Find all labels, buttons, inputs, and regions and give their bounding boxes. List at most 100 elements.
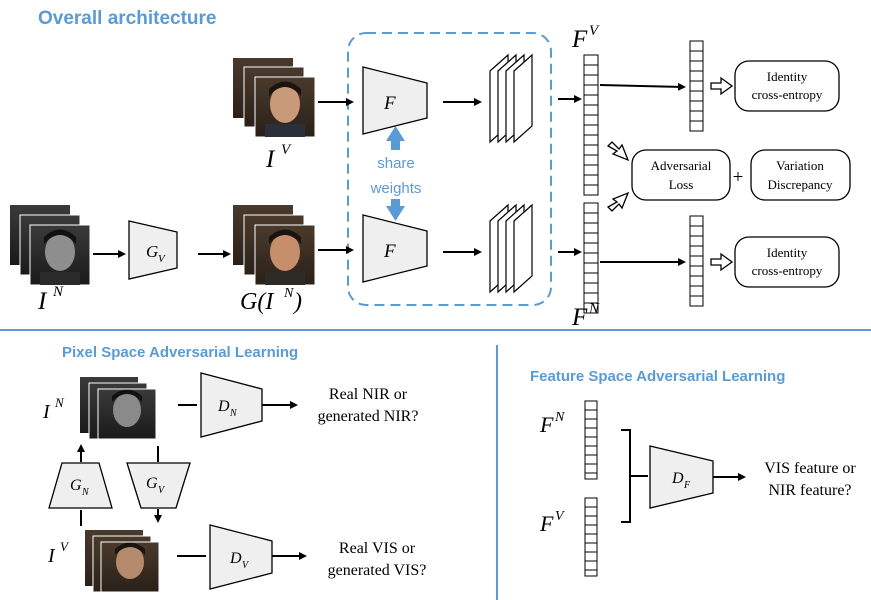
generator-gv-pixel-label: G V [146, 475, 166, 496]
svg-text:F: F [571, 26, 588, 53]
svg-text:D: D [671, 470, 684, 487]
feature-vector-nir-cells [584, 212, 598, 304]
svg-text:N: N [229, 408, 238, 419]
generator-gv [128, 220, 178, 280]
discriminator-dv-label: D V [229, 550, 250, 571]
adversarial-line2: Loss [669, 177, 694, 192]
classifier-vector-bottom-cells [690, 225, 703, 297]
plus-sign: + [733, 167, 744, 188]
top-flow-arrows [93, 82, 686, 266]
generated-face-stack [233, 205, 316, 286]
discriminator-dn [200, 372, 263, 438]
pixel-vis-face-stack [85, 530, 160, 593]
svg-text:D: D [217, 398, 230, 415]
identity-loss-box-top [734, 60, 840, 112]
feature-question-line2: NIR feature? [768, 482, 851, 499]
svg-text:G: G [70, 477, 82, 494]
variation-line2: Discrepancy [768, 177, 833, 192]
svg-text:N: N [588, 301, 600, 317]
feature-vis-label: F V [571, 23, 600, 53]
svg-text:V: V [555, 509, 565, 524]
svg-text:G(I: G(I [240, 289, 274, 315]
svg-text:V: V [60, 539, 70, 554]
generator-gv-label: G V [146, 242, 166, 265]
svg-text:D: D [229, 550, 242, 567]
generator-gn [48, 462, 113, 509]
vis-question-line1: Real VIS or [339, 540, 416, 557]
encoder-f-bottom-label: F [383, 241, 396, 262]
nir-face-stack [10, 205, 91, 286]
feature-vector-fn [584, 400, 598, 480]
feature-bracket [621, 429, 631, 523]
svg-text:V: V [281, 142, 292, 158]
encoder-f-bottom [362, 214, 428, 283]
encoder-f-top [362, 66, 428, 135]
feature-fv-label: F V [539, 509, 565, 536]
nir-input-label: I N [37, 284, 64, 315]
classifier-vector-top [689, 40, 704, 132]
pixel-nir-label: I N [42, 395, 65, 423]
svg-text:V: V [589, 23, 600, 39]
identity-bottom-line2: cross-entropy [752, 263, 823, 278]
generated-image-label: G(I N ) [240, 286, 302, 315]
svg-text:N: N [283, 286, 294, 301]
pixel-vis-label: I V [47, 539, 70, 567]
svg-text:G: G [146, 242, 158, 261]
svg-text:N: N [81, 487, 90, 498]
adversarial-loss-box [631, 149, 731, 201]
variation-line1: Variation [776, 158, 824, 173]
encoder-f-top-label: F [383, 93, 396, 114]
identity-top-line2: cross-entropy [752, 87, 823, 102]
feature-vector-fv [584, 497, 598, 577]
svg-text:I: I [47, 545, 56, 567]
feature-maps-top [489, 53, 533, 144]
feature-question-line1: VIS feature or [764, 460, 856, 477]
hollow-arrows [606, 76, 734, 272]
svg-text:I: I [265, 146, 276, 173]
svg-text:V: V [242, 560, 250, 571]
svg-text:F: F [683, 480, 691, 491]
discriminator-dv [209, 524, 273, 590]
vis-question-line2: generated VIS? [328, 562, 427, 579]
share-weights-label-line2: weights [370, 180, 422, 197]
svg-text:V: V [158, 485, 166, 496]
vis-face-stack [233, 58, 316, 138]
svg-text:F: F [539, 511, 554, 536]
overall-architecture-title: Overall architecture [38, 8, 216, 29]
generator-gn-label: G N [70, 477, 90, 498]
feature-fn-label: F N [539, 410, 565, 437]
share-weights-arrow [386, 126, 405, 221]
feature-vector-nir [583, 202, 599, 314]
svg-text:I: I [42, 401, 51, 423]
feature-nir-label: F N [571, 301, 600, 331]
discriminator-df [649, 445, 714, 509]
feature-vector-fv-cells [585, 506, 597, 571]
nir-question-line1: Real NIR or [329, 386, 408, 403]
nir-question-line2: generated NIR? [318, 408, 419, 425]
svg-text:): ) [292, 289, 302, 315]
discriminator-dn-label: D N [217, 398, 238, 419]
svg-text:I: I [37, 288, 48, 315]
vis-input-label: I V [265, 142, 292, 173]
svg-text:F: F [539, 412, 554, 437]
variation-discrepancy-box [750, 149, 851, 201]
feature-maps-bottom [489, 203, 533, 294]
svg-text:F: F [571, 304, 588, 331]
svg-text:G: G [146, 475, 158, 492]
identity-top-line1: Identity [767, 69, 808, 84]
identity-loss-box-bottom [734, 236, 840, 288]
svg-text:N: N [554, 410, 565, 425]
pixel-space-title: Pixel Space Adversarial Learning [62, 344, 298, 361]
feature-vector-vis-cells [584, 64, 598, 186]
feature-space-title: Feature Space Adversarial Learning [530, 368, 785, 385]
svg-text:N: N [54, 395, 65, 410]
share-weights-label-line1: share [377, 155, 415, 172]
svg-text:N: N [52, 284, 64, 300]
svg-text:V: V [158, 253, 166, 265]
pixel-nir-face-stack [80, 377, 157, 440]
feature-vector-fn-cells [585, 409, 597, 474]
classifier-vector-bottom [689, 215, 704, 307]
generator-gv-pixel [126, 462, 191, 509]
classifier-vector-top-cells [690, 50, 703, 122]
